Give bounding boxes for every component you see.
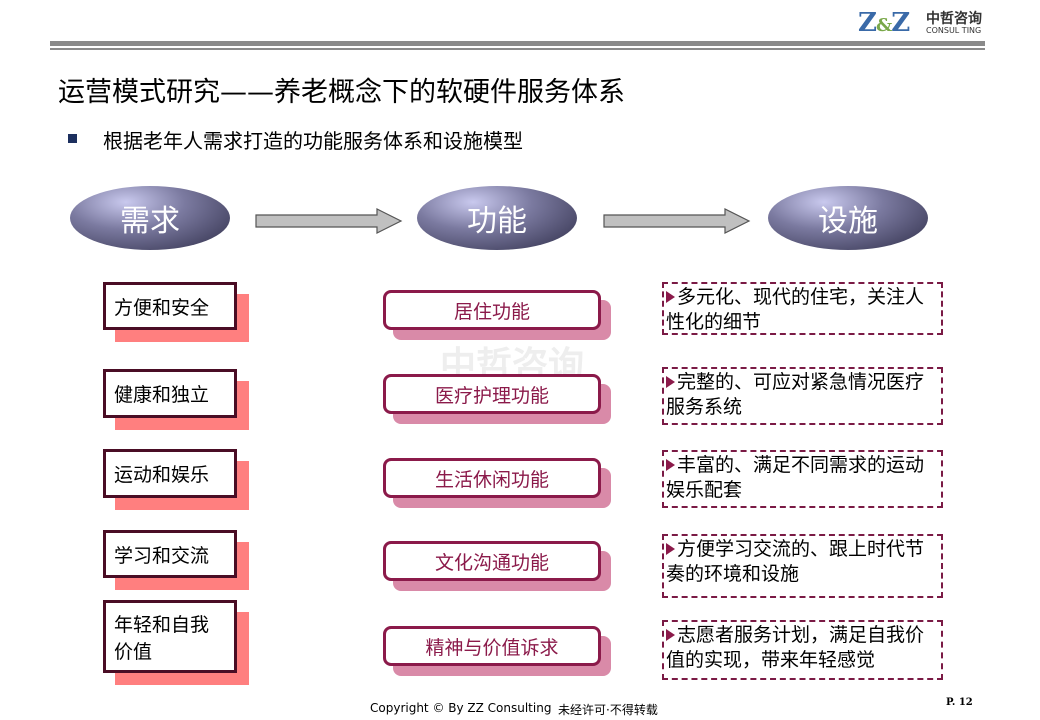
logo-en: CONSUL TING xyxy=(926,26,982,35)
logo-cn: 中哲咨询 xyxy=(926,11,982,27)
logo-mark: Z&Z xyxy=(858,8,910,38)
facility-text: 完整的、可应对紧急情况医疗服务系统 xyxy=(666,371,925,418)
need-box: 运动和娱乐 xyxy=(103,449,237,498)
triangle-bullet-icon xyxy=(666,291,675,303)
facility-box: 完整的、可应对紧急情况医疗服务系统 xyxy=(662,367,943,425)
triangle-bullet-icon xyxy=(666,629,675,641)
header-rule xyxy=(50,41,985,46)
facility-text: 志愿者服务计划，满足自我价值的实现，带来年轻感觉 xyxy=(666,624,925,671)
triangle-bullet-icon xyxy=(666,543,675,555)
facility-box: 多元化、现代的住宅，关注人性化的细节 xyxy=(662,282,943,335)
facility-text: 多元化、现代的住宅，关注人性化的细节 xyxy=(666,286,925,333)
header-needs: 需求 xyxy=(70,186,230,250)
facility-box: 丰富的、满足不同需求的运动娱乐配套 xyxy=(662,450,943,508)
arrow-right-icon xyxy=(603,208,751,234)
need-box: 年轻和自我价值 xyxy=(103,600,237,673)
facility-text: 方便学习交流的、跟上时代节奏的环境和设施 xyxy=(666,538,925,585)
function-box: 文化沟通功能 xyxy=(383,541,601,581)
page-number: P. 12 xyxy=(946,697,973,708)
header-rule-thin xyxy=(50,48,985,50)
facility-box: 方便学习交流的、跟上时代节奏的环境和设施 xyxy=(662,534,943,598)
facility-text: 丰富的、满足不同需求的运动娱乐配套 xyxy=(666,454,925,501)
bullet-icon xyxy=(68,134,77,143)
function-box: 居住功能 xyxy=(383,290,601,330)
page-title: 运营模式研究——养老概念下的软硬件服务体系 xyxy=(58,77,625,108)
need-box: 方便和安全 xyxy=(103,282,237,330)
subtitle: 根据老年人需求打造的功能服务体系和设施模型 xyxy=(103,129,523,153)
need-box: 健康和独立 xyxy=(103,369,237,418)
triangle-bullet-icon xyxy=(666,376,675,388)
header-functions: 功能 xyxy=(417,186,577,250)
need-box: 学习和交流 xyxy=(103,530,237,578)
copyright: Copyright © By ZZ Consulting xyxy=(370,701,552,715)
copyright-notice: 未经许可·不得转载 xyxy=(558,703,658,717)
facility-box: 志愿者服务计划，满足自我价值的实现，带来年轻感觉 xyxy=(662,620,943,680)
function-box: 医疗护理功能 xyxy=(383,374,601,414)
triangle-bullet-icon xyxy=(666,459,675,471)
function-box: 生活休闲功能 xyxy=(383,458,601,498)
header-facilities: 设施 xyxy=(768,186,928,250)
arrow-right-icon xyxy=(255,208,403,234)
function-box: 精神与价值诉求 xyxy=(383,626,601,666)
